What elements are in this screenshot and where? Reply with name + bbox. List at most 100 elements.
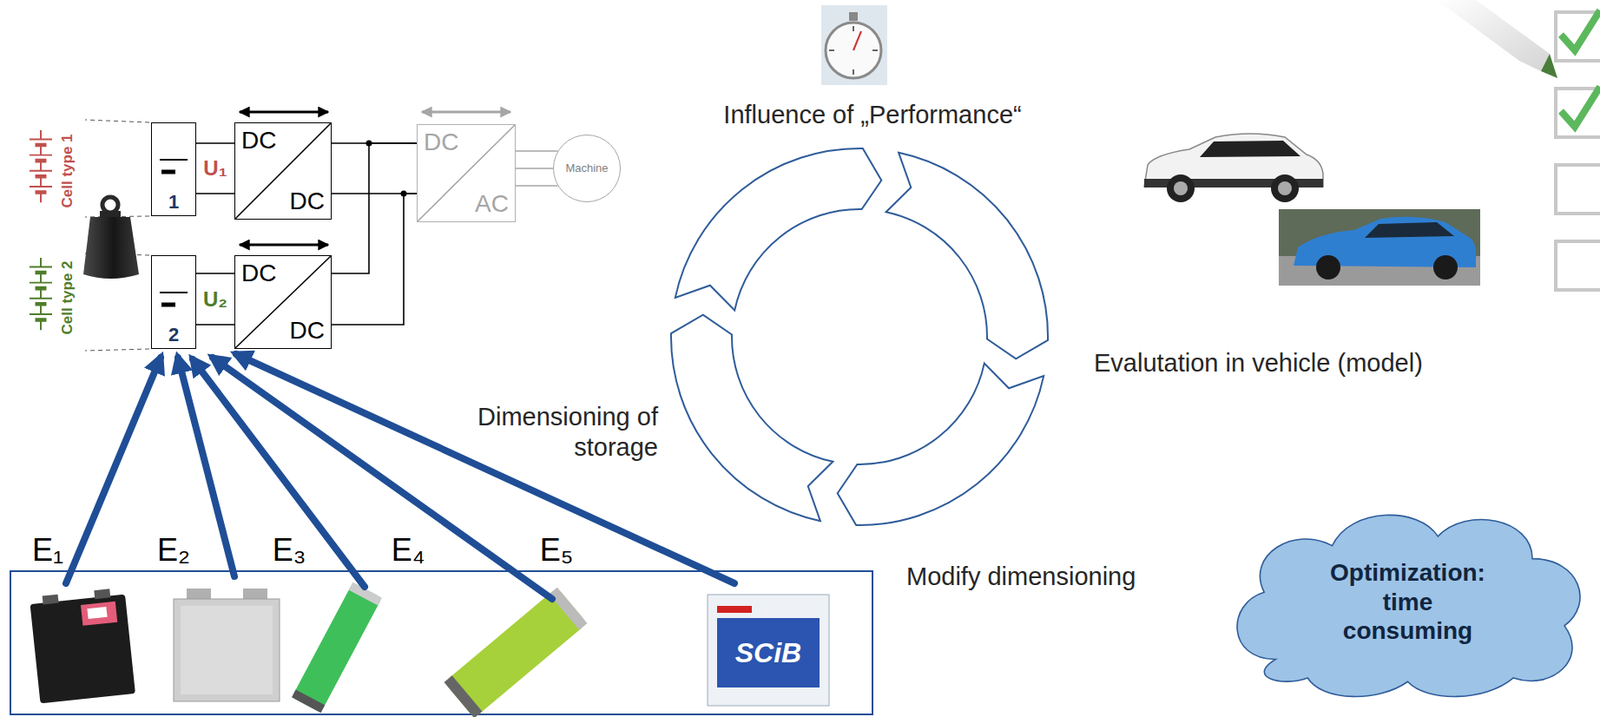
machine-circle: Machine	[553, 134, 621, 203]
power-wire	[196, 143, 235, 194]
converter-diagonal	[417, 125, 515, 222]
dc-ac-converter: DC AC	[416, 124, 516, 223]
converter-port: DC	[289, 187, 325, 216]
car-rim	[1277, 181, 1292, 196]
pack-number: 1	[168, 190, 179, 213]
white-car-picture	[1144, 133, 1324, 203]
weight-icon	[83, 197, 139, 279]
cycle-arrow-segment	[675, 148, 883, 310]
cell-brand-band	[717, 605, 752, 613]
cylindrical-cell-picture	[291, 582, 382, 713]
checklist-picture	[1436, 0, 1600, 290]
car-wheel	[1166, 174, 1195, 203]
bidirectional-arrow	[239, 111, 329, 114]
energy-arrow	[236, 354, 735, 584]
energy-arrows	[65, 354, 735, 600]
cell-cap	[549, 587, 588, 631]
converter-diagonal	[235, 256, 331, 349]
dc-dc-converter: DC DC	[234, 255, 332, 349]
cycle-arrow-segment	[837, 363, 1044, 526]
energy-label: E₄	[388, 533, 428, 568]
cell-string-symbol	[29, 257, 53, 330]
car-rim	[1173, 181, 1188, 196]
pencil-tip	[1540, 53, 1558, 79]
power-wire	[196, 273, 235, 325]
weight-body	[83, 217, 139, 279]
voltage-label: U₂	[203, 287, 228, 313]
car-window	[1364, 222, 1455, 238]
dc-dc-converter: DC DC	[234, 122, 332, 220]
check-mark	[1560, 10, 1600, 51]
cloud-callout: Optimization: time consuming	[1218, 499, 1597, 705]
cell-type-label: Cell type 2	[59, 260, 77, 335]
check-mark	[1560, 86, 1600, 127]
cell-cap	[291, 689, 325, 713]
cell-terminal	[42, 594, 60, 606]
cycle-arrow-segment	[886, 152, 1048, 359]
cycle-step-label: Evalutation in vehicle (model)	[1093, 348, 1424, 379]
voltage-label: U₁	[203, 156, 227, 182]
phase-wire	[515, 151, 559, 186]
car-wheel	[1316, 255, 1341, 280]
weight-handle	[102, 197, 119, 213]
dc-link-wire	[331, 143, 417, 194]
cycle-ring	[671, 148, 1048, 526]
cell-label-ground	[717, 618, 820, 688]
dc-link-wire	[331, 143, 417, 325]
converter-port: DC	[289, 316, 325, 345]
energy-arrow	[192, 359, 365, 587]
battery-plate	[161, 302, 176, 308]
stopwatch-dial	[825, 22, 882, 79]
cell-type-label: Cell type 1	[59, 133, 77, 208]
car-window	[1199, 140, 1301, 158]
leader-line	[85, 348, 150, 351]
battery-pack-box: 1	[151, 122, 197, 217]
battery-pack-box: 2	[151, 255, 197, 349]
converter-port: AC	[474, 190, 509, 218]
converter-port: DC	[423, 128, 459, 157]
battery-plate	[159, 158, 188, 161]
cell-body	[291, 582, 382, 713]
stopwatch-picture	[821, 5, 888, 86]
battery-plate	[161, 170, 176, 175]
dial-ticks	[829, 26, 878, 75]
pack-number: 2	[168, 323, 179, 346]
check-box	[1555, 241, 1600, 290]
pouch-cell-picture	[173, 588, 280, 702]
cell-terminal	[93, 588, 111, 600]
battery-plate	[159, 291, 188, 294]
cycle-step-label: Modify dimensioning	[906, 561, 1136, 593]
bidirectional-arrow	[421, 111, 511, 114]
cell-brand-label: SCiB	[735, 636, 802, 670]
check-box	[1555, 164, 1600, 214]
converter-diagonal	[235, 123, 331, 219]
cell-face	[180, 605, 273, 695]
leader-line	[85, 119, 150, 123]
cell-sticker	[86, 606, 107, 619]
cell-body	[444, 587, 588, 717]
cell-body	[707, 594, 830, 706]
pencil-body	[1436, 0, 1550, 72]
cell-body	[173, 599, 280, 702]
car-wheel	[1433, 255, 1458, 280]
cell-string-symbol	[29, 130, 53, 203]
cycle-arrow-segment	[671, 315, 833, 522]
converter-port: DC	[241, 126, 277, 155]
cell-sticker	[80, 601, 118, 626]
stopwatch-hand	[853, 31, 862, 51]
prismatic-cell-picture	[29, 587, 136, 705]
cell-body	[30, 594, 136, 705]
scib-cell-picture	[707, 594, 830, 706]
machine-label: Machine	[565, 162, 608, 176]
cycle-step-label: Influence of „Performance“	[723, 99, 1021, 131]
cloud-outline	[1237, 514, 1581, 697]
cloud-text: Optimization: time consuming	[1321, 558, 1495, 646]
cycle-step-label: Dimensioning of storage	[441, 401, 659, 463]
energy-label: E₃	[269, 533, 310, 568]
car-wheel	[1270, 174, 1299, 203]
battery-symbols	[159, 159, 188, 305]
blue-car-picture	[1278, 209, 1481, 286]
cell-collection-frame	[10, 571, 873, 715]
converter-port: DC	[241, 259, 277, 288]
